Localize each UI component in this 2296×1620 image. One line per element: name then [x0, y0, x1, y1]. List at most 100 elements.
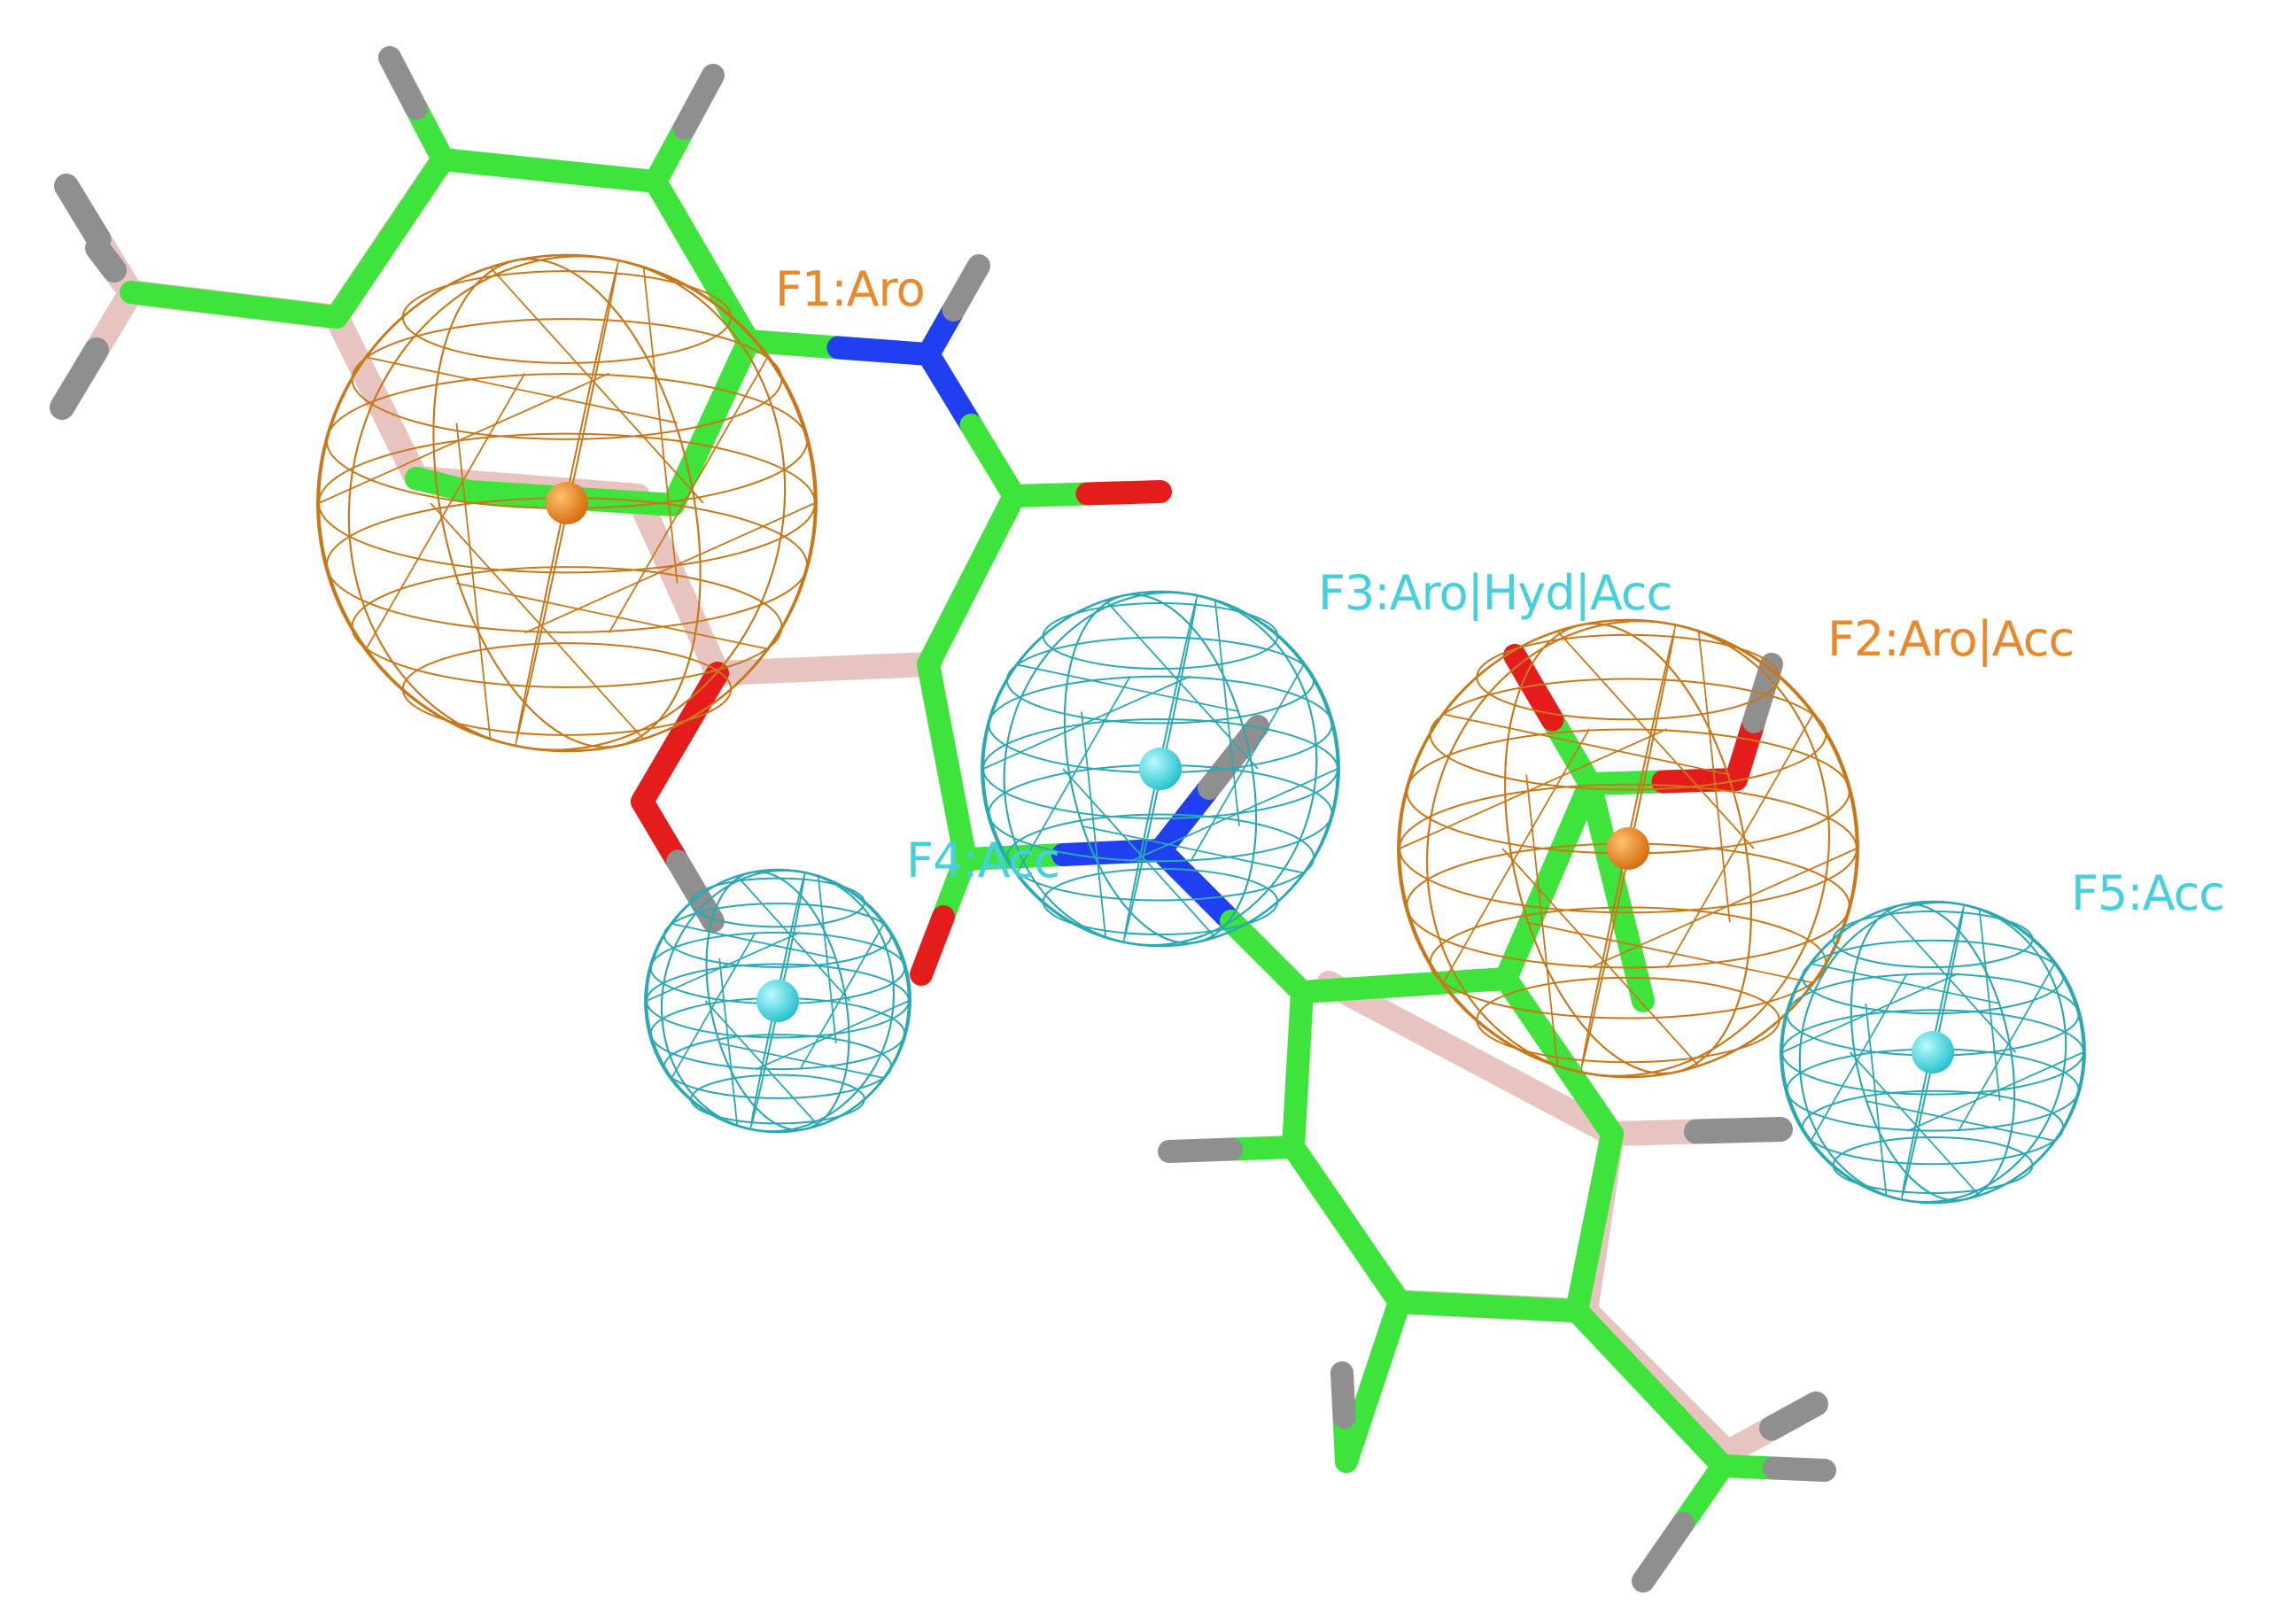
feature-center	[756, 980, 799, 1022]
bond-green	[1672, 1454, 1734, 1535]
bond-green	[1361, 1291, 1411, 1393]
sphere-lon	[1426, 620, 1830, 1077]
bond-green	[668, 662, 729, 749]
sphere-mesh-line	[1399, 728, 1668, 849]
bond-green	[1503, 644, 1564, 732]
feature-center	[1139, 748, 1182, 790]
sphere-mesh-line	[1697, 631, 1731, 923]
bond-green	[1762, 1456, 1836, 1482]
bond-green	[222, 293, 348, 329]
bond-green	[1282, 1136, 1358, 1236]
bond-green	[378, 148, 454, 250]
sphere-mesh-line	[1958, 963, 2056, 1132]
sphere-lon	[1798, 901, 2067, 1204]
bond-green	[631, 725, 692, 813]
sphere-mesh-line	[365, 373, 526, 650]
bond-pink	[324, 305, 389, 410]
sphere-lat	[1801, 939, 2065, 1015]
sphere-mesh-line	[1081, 825, 1304, 874]
bond-green	[935, 750, 977, 871]
sphere-lat	[663, 1034, 893, 1099]
sphere-mesh-line	[1214, 600, 1240, 826]
bond-green	[1291, 973, 1416, 1004]
bond-green	[378, 46, 428, 120]
sphere-mesh-line	[1129, 768, 1338, 863]
bond-green	[1075, 480, 1172, 506]
sphere-lat	[1429, 678, 1827, 791]
bond-green	[662, 411, 723, 516]
sphere-lat	[1801, 1089, 2065, 1166]
sphere-mesh-line	[646, 931, 801, 1002]
sphere-mesh-line	[817, 876, 837, 1043]
bond-green	[1632, 1512, 1695, 1593]
sphere-mesh-line	[1081, 711, 1107, 938]
sphere-f2-aromatic	[1397, 618, 1859, 1079]
sphere-lon	[705, 871, 850, 1131]
sphere-lon	[1850, 903, 2016, 1202]
sphere-lat	[401, 270, 733, 364]
bond-green	[917, 653, 958, 773]
sphere-lat	[1429, 906, 1827, 1019]
ligand-overlay	[50, 46, 1836, 1593]
bond-green	[1565, 1211, 1606, 1322]
bond-green	[538, 159, 667, 193]
sphere-mesh-line	[1442, 728, 1590, 984]
bond-green	[1282, 1058, 1309, 1159]
bond-green	[1578, 770, 1675, 795]
sphere-lon	[1003, 592, 1318, 946]
bond-green	[1003, 482, 1099, 508]
bond-pink	[1458, 1046, 1625, 1146]
bond-green	[1149, 777, 1221, 862]
sphere-mesh-line	[1810, 973, 1908, 1142]
bond-green	[631, 790, 689, 873]
bond-green	[1494, 870, 1560, 990]
feature-center	[546, 482, 588, 524]
sphere-mesh-line	[1501, 848, 1700, 1066]
sphere-mesh-line	[1556, 631, 1755, 849]
bond-green	[1158, 1137, 1243, 1163]
bond-green	[1494, 967, 1571, 1068]
bond-green	[954, 843, 1074, 871]
sphere-mesh-line	[736, 875, 851, 1002]
sphere-mesh-line	[718, 958, 739, 1126]
sphere-f3-acceptor	[981, 590, 1340, 948]
sphere-f1-aromatic	[316, 253, 818, 753]
feature-label-f1: F1:Aro	[775, 261, 925, 317]
sphere-mesh-line	[799, 923, 885, 1070]
bond-green	[959, 414, 1026, 508]
feature-center	[1607, 827, 1649, 870]
feature-label-f2: F2:Aro|Acc	[1827, 611, 2074, 667]
bond-pink	[705, 656, 836, 686]
sphere-lat	[1005, 813, 1315, 902]
sphere-mesh-line	[1906, 1051, 2084, 1132]
sphere-mesh-line	[455, 422, 492, 740]
bond-pink	[54, 174, 112, 252]
bond-green	[1149, 839, 1243, 933]
bond-green	[1392, 967, 1517, 997]
bond-green	[1286, 981, 1314, 1081]
sphere-mesh-line	[1666, 713, 1814, 969]
bond-green	[1220, 910, 1314, 1004]
feature-label-f5: F5:Acc	[2071, 865, 2224, 921]
bond-green	[405, 467, 454, 497]
bond-green	[1540, 708, 1602, 795]
feature-label-f3: F3:Aro|Hyd|Acc	[1318, 565, 1672, 621]
sphere-mesh-line	[1443, 713, 1730, 776]
bond-green	[1583, 1122, 1624, 1234]
sphere-mesh-line	[1811, 963, 2000, 1004]
sphere-mesh-line	[318, 372, 609, 504]
bond-green	[1335, 1213, 1411, 1314]
sphere-lat	[663, 903, 893, 968]
sphere-mesh-line	[982, 675, 1191, 770]
sphere-lat	[1005, 636, 1315, 725]
sphere-mesh-line	[524, 502, 816, 634]
bond-green	[431, 148, 561, 182]
bond-pink	[665, 572, 730, 686]
bond-green	[917, 343, 983, 437]
sphere-f5-acceptor	[1780, 900, 2086, 1205]
sphere-mesh-line	[1016, 675, 1131, 874]
sphere-lon	[347, 255, 787, 751]
sphere-mesh-line	[755, 1000, 910, 1071]
bond-green	[672, 64, 725, 140]
